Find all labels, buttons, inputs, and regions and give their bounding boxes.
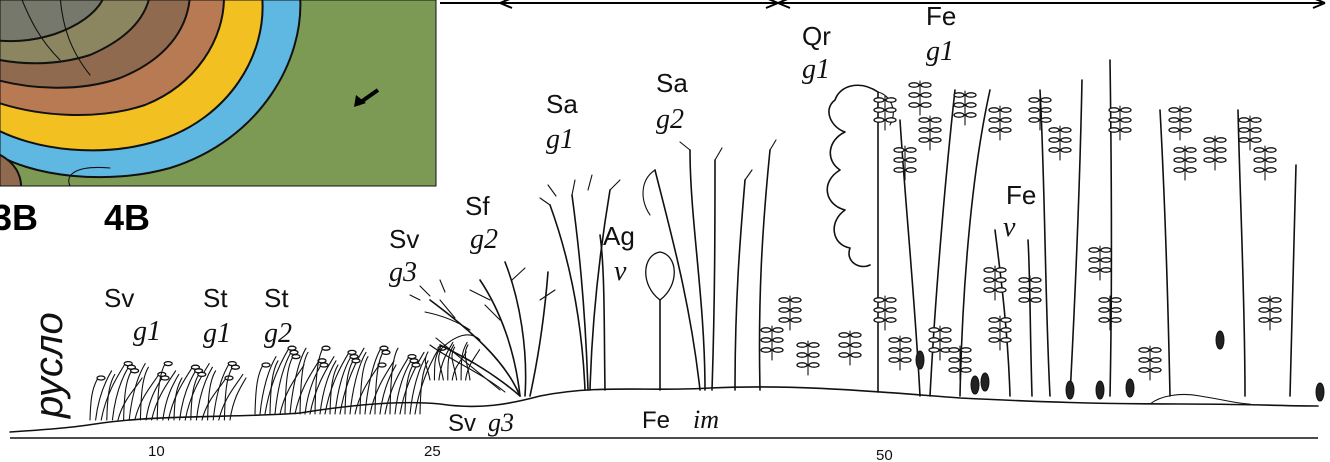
plant-species-label: St [203,283,228,313]
panel-label-4b: 4B [104,197,150,238]
plant-species-label: Sv [104,283,134,313]
plant-species-label: Sf [465,191,490,221]
plant-stage-label: g2 [656,104,684,135]
plant-stage-label: g1 [203,318,231,349]
plant-stage-label: g2 [470,224,498,255]
axis-tick: 10 [148,443,165,460]
ground-label-sv: Sv [448,410,476,437]
plant-species-label: Ag [603,221,635,251]
plant-species-label: Sa [546,89,578,119]
plant-stage-label: g1 [133,316,161,347]
plant-stage-label: g2 [264,318,292,349]
plant-species-label: Qr [802,21,831,51]
panel-label-3b: 3B [0,197,38,238]
plant-stage-label: g1 [926,36,954,67]
plant-species-label: St [264,283,289,313]
plant-stage-label: g3 [389,257,417,288]
plant-stage-label: v [614,256,627,287]
plant-stage-label: g1 [802,54,830,85]
channel-label: русло [27,312,71,419]
plant-species-label: Fe [1006,180,1036,210]
plant-stage-label: g1 [546,124,574,155]
inset-map [0,0,436,200]
top-range-arrows [440,0,1325,8]
axis-tick: 50 [876,447,893,462]
plant-stage-label: v [1003,212,1016,243]
plant-species-label: Sa [656,68,688,98]
ground-label-fe-stage: im [693,405,719,434]
axis-tick: 25 [424,443,441,460]
plant-species-label: Sv [389,224,419,254]
ground-label-fe: Fe [642,407,670,434]
ground-label-sv-stage: g3 [488,408,514,437]
plant-species-label: Fe [926,1,956,31]
